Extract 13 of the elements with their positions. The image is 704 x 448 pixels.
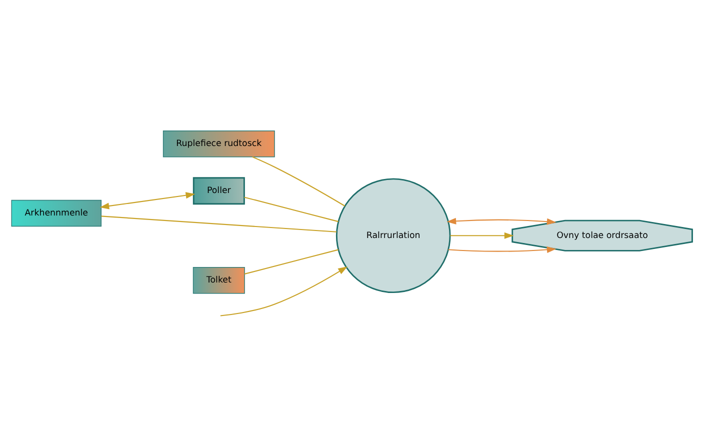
connector	[101, 216, 337, 232]
arrow	[100, 192, 196, 210]
arrow	[220, 266, 348, 316]
connector	[244, 196, 338, 222]
connector	[244, 249, 339, 274]
arrow	[448, 246, 556, 253]
node-box: Ruplefiece rudtosck	[162, 130, 275, 158]
node-box: Arkhennmenle	[11, 200, 102, 227]
connector	[252, 156, 346, 206]
arrow	[446, 218, 556, 225]
node-box: Poller	[192, 177, 245, 205]
arrow	[450, 232, 514, 239]
node-box: Tolket	[192, 267, 245, 294]
